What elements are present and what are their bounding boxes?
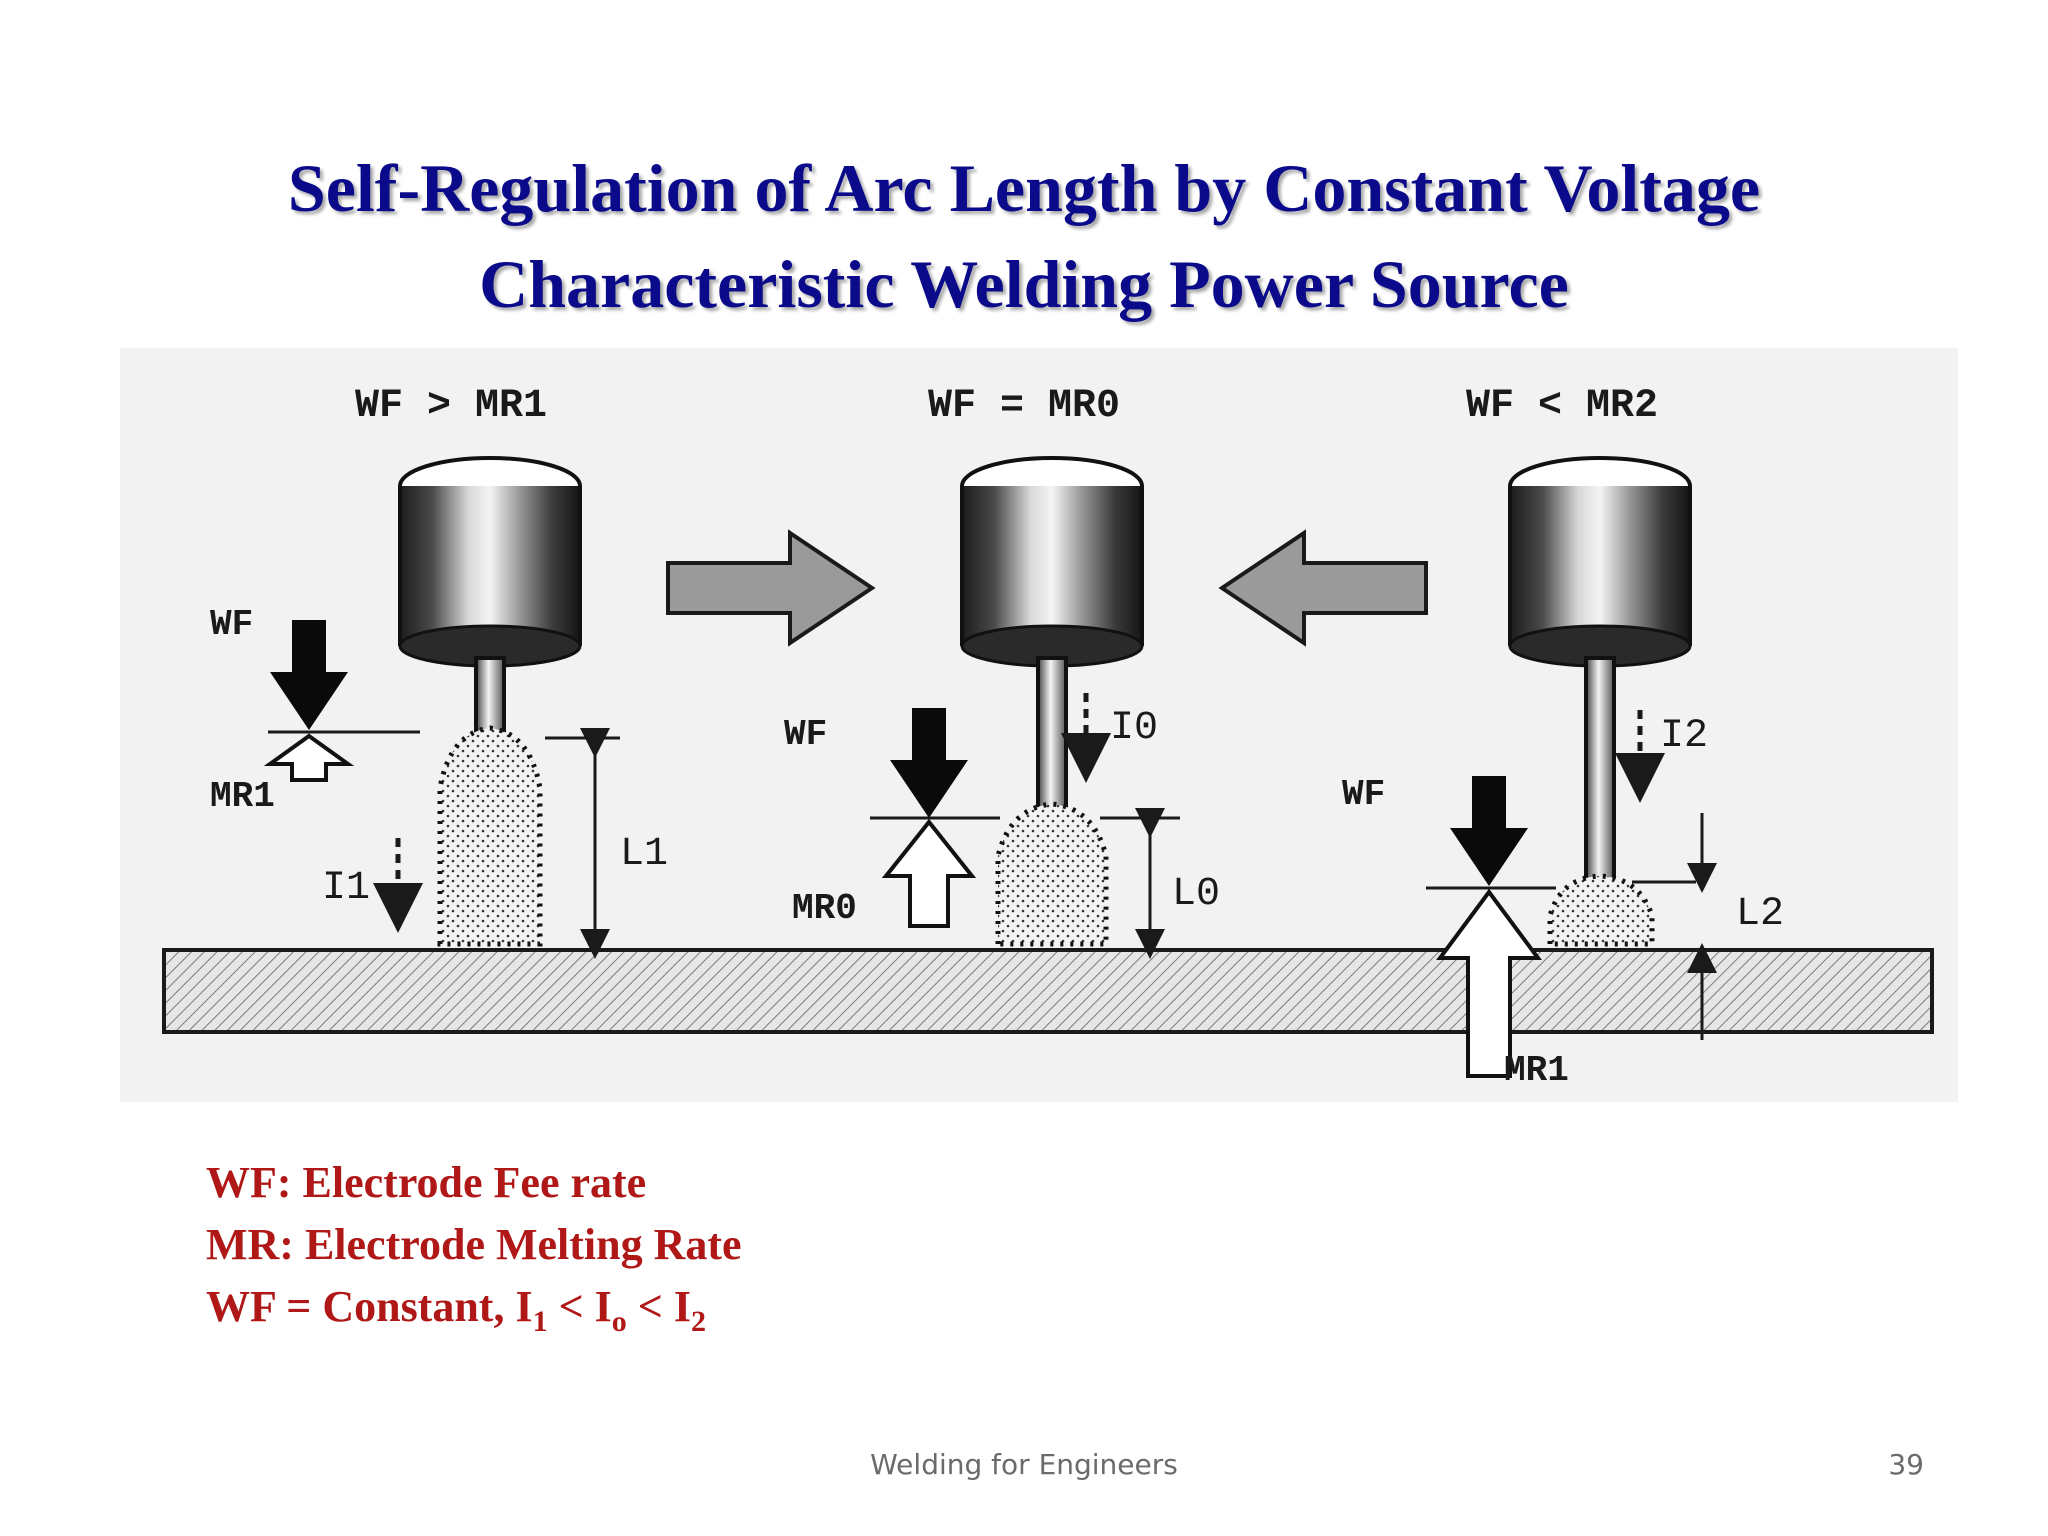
left-arrow-icon: [1218, 529, 1428, 647]
panel-3-arc-length: L2: [1736, 892, 1784, 937]
page-number: 39: [1888, 1448, 1924, 1481]
panel-3-feed-label: WF: [1342, 774, 1385, 815]
panel-2-condition: WF = MR0: [928, 384, 1120, 429]
slide-title: Self-Regulation of Arc Length by Constan…: [0, 140, 2048, 332]
legend-line-mr: MR: Electrode Melting Rate: [206, 1220, 742, 1269]
panel-2: WF = MR0 L0 I0 WF MR0: [784, 384, 1220, 959]
legend-line-wf: WF: Electrode Fee rate: [206, 1158, 647, 1207]
panel-1-feed-label: WF: [210, 604, 253, 645]
panel-2-melt-label: MR0: [792, 888, 857, 929]
panel-1-condition: WF > MR1: [355, 384, 547, 429]
panel-1-current: I1: [322, 866, 370, 911]
legend-line-constant: WF = Constant, I1 < Io < I2: [206, 1282, 706, 1338]
panel-1-arc-length: L1: [620, 832, 668, 877]
base-plate: [162, 948, 1934, 1034]
panel-3-melt-label: MR1: [1504, 1050, 1569, 1091]
panel-1-melt-label: MR1: [210, 776, 275, 817]
slide-title-line2: Characteristic Welding Power Source: [479, 246, 1569, 322]
panel-2-arc-length: L0: [1172, 872, 1220, 917]
arc-length-diagram: WF > MR1 L1 WF MR1 I1: [120, 348, 1958, 1102]
panel-2-feed-label: WF: [784, 714, 827, 755]
legend: WF: Electrode Fee rate MR: Electrode Mel…: [206, 1152, 742, 1338]
slide-title-line1: Self-Regulation of Arc Length by Constan…: [287, 150, 1761, 226]
slide-footer: Welding for Engineers: [870, 1448, 1178, 1481]
panel-2-current: I0: [1110, 706, 1158, 751]
panel-3-current: I2: [1660, 714, 1708, 759]
panel-1: WF > MR1 L1 WF MR1 I1: [210, 384, 668, 959]
right-arrow-icon: [666, 529, 876, 647]
panel-3-condition: WF < MR2: [1466, 384, 1658, 429]
panel-3: WF < MR2 L2 I2 WF MR1: [1342, 384, 1784, 1091]
